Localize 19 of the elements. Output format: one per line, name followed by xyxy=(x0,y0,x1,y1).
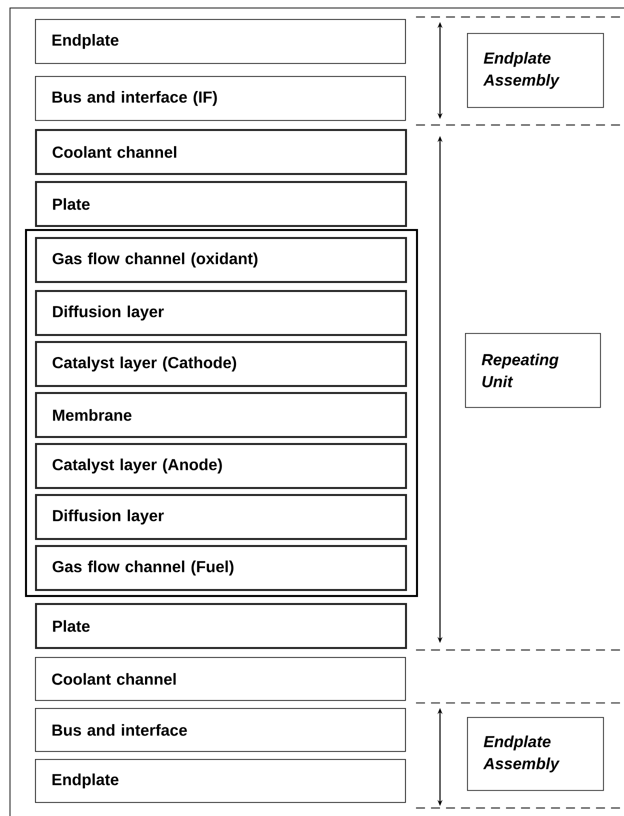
layer-box: Gas flow channel (Fuel) xyxy=(35,545,407,591)
section-box: Endplate Assembly xyxy=(467,33,604,108)
section-box: Endplate Assembly xyxy=(467,717,604,791)
layer-box: Plate xyxy=(35,181,407,227)
group-box xyxy=(25,229,418,597)
layer-box: Endplate xyxy=(35,759,406,803)
layer-box: Bus and interface xyxy=(35,708,406,752)
layer-box: Diffusion layer xyxy=(35,290,407,336)
layer-box: Catalyst layer (Anode) xyxy=(35,443,407,489)
layer-box: Catalyst layer (Cathode) xyxy=(35,341,407,387)
layer-box: Plate xyxy=(35,603,407,649)
section-box: Repeating Unit xyxy=(465,333,601,408)
layer-box: Membrane xyxy=(35,392,407,438)
layer-box: Gas flow channel (oxidant) xyxy=(35,237,407,283)
layer-box: Coolant channel xyxy=(35,129,407,175)
layer-box: Endplate xyxy=(35,19,406,64)
layer-box: Diffusion layer xyxy=(35,494,407,540)
layer-box: Bus and interface (IF) xyxy=(35,76,406,121)
layer-box: Coolant channel xyxy=(35,657,406,701)
